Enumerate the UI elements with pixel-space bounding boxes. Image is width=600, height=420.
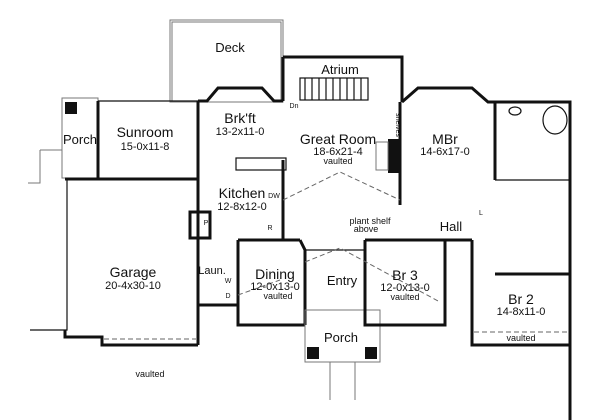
room-label-br2: Br 2 [508, 291, 534, 307]
room-label-garage: Garage [110, 264, 157, 280]
shelves-label: shelves [394, 113, 401, 137]
room-dims-br2: 14-8x11-0 [497, 306, 546, 318]
room-label-kitchen: Kitchen [219, 185, 266, 201]
refrigerator-label: R [267, 225, 272, 232]
room-dims-br3: 12-0x13-0 [380, 282, 430, 294]
room-label-br3: Br 3 [392, 267, 418, 283]
br2-vaulted-note: vaulted [506, 333, 535, 343]
room-label-breakfast: Brk'ft [224, 110, 256, 126]
room-dims-garage: 20-4x30-10 [105, 280, 161, 292]
washer-label: W [225, 278, 232, 285]
plant-shelf-note-2: above [354, 224, 379, 234]
linen-label: L [479, 210, 483, 217]
deck [169, 19, 284, 103]
room-label-atrium: Atrium [321, 62, 359, 77]
room-dims-breakfast: 13-2x11-0 [216, 126, 265, 138]
dryer-label: D [225, 293, 230, 300]
room-label-mbr: MBr [432, 131, 458, 147]
room-label-entry: Entry [327, 273, 358, 288]
porch-post [307, 347, 319, 359]
room-dims-kitchen: 12-8x12-0 [217, 201, 267, 213]
room-label-deck: Deck [215, 40, 245, 55]
room-dims-dining: 12-0x13-0 [250, 281, 300, 293]
room-label-laundry: Laun. [198, 265, 226, 277]
room-note-great-room: vaulted [323, 156, 352, 166]
stairs [299, 77, 369, 101]
sink [508, 106, 522, 116]
dishwasher-label: DW [268, 193, 280, 200]
room-note-br3: vaulted [390, 292, 419, 302]
fireplace [388, 139, 400, 173]
room-dims-mbr: 14-6x17-0 [420, 146, 470, 158]
stairs-down-label: Dn [290, 103, 299, 110]
porch-post [65, 102, 77, 114]
room-label-front-porch: Porch [324, 330, 358, 345]
plant-shelf-note-1: plant shelf [349, 216, 391, 226]
garage-vaulted-note: vaulted [135, 369, 164, 379]
room-dims-sunroom: 15-0x11-8 [121, 141, 170, 153]
room-note-dining: vaulted [263, 291, 292, 301]
bathtub [542, 105, 568, 135]
room-label-dining: Dining [255, 266, 295, 282]
pantry-label: P [204, 220, 209, 227]
room-label-great-room: Great Room [300, 131, 376, 147]
room-label-hall: Hall [440, 219, 463, 234]
room-label-sunroom: Sunroom [117, 124, 174, 140]
room-label-porch: Porch [63, 132, 97, 147]
room-dims-great-room: 18-6x21-4 [313, 146, 363, 158]
front-porch [304, 309, 381, 363]
kitchen-counter [235, 157, 287, 171]
porch-post [365, 347, 377, 359]
